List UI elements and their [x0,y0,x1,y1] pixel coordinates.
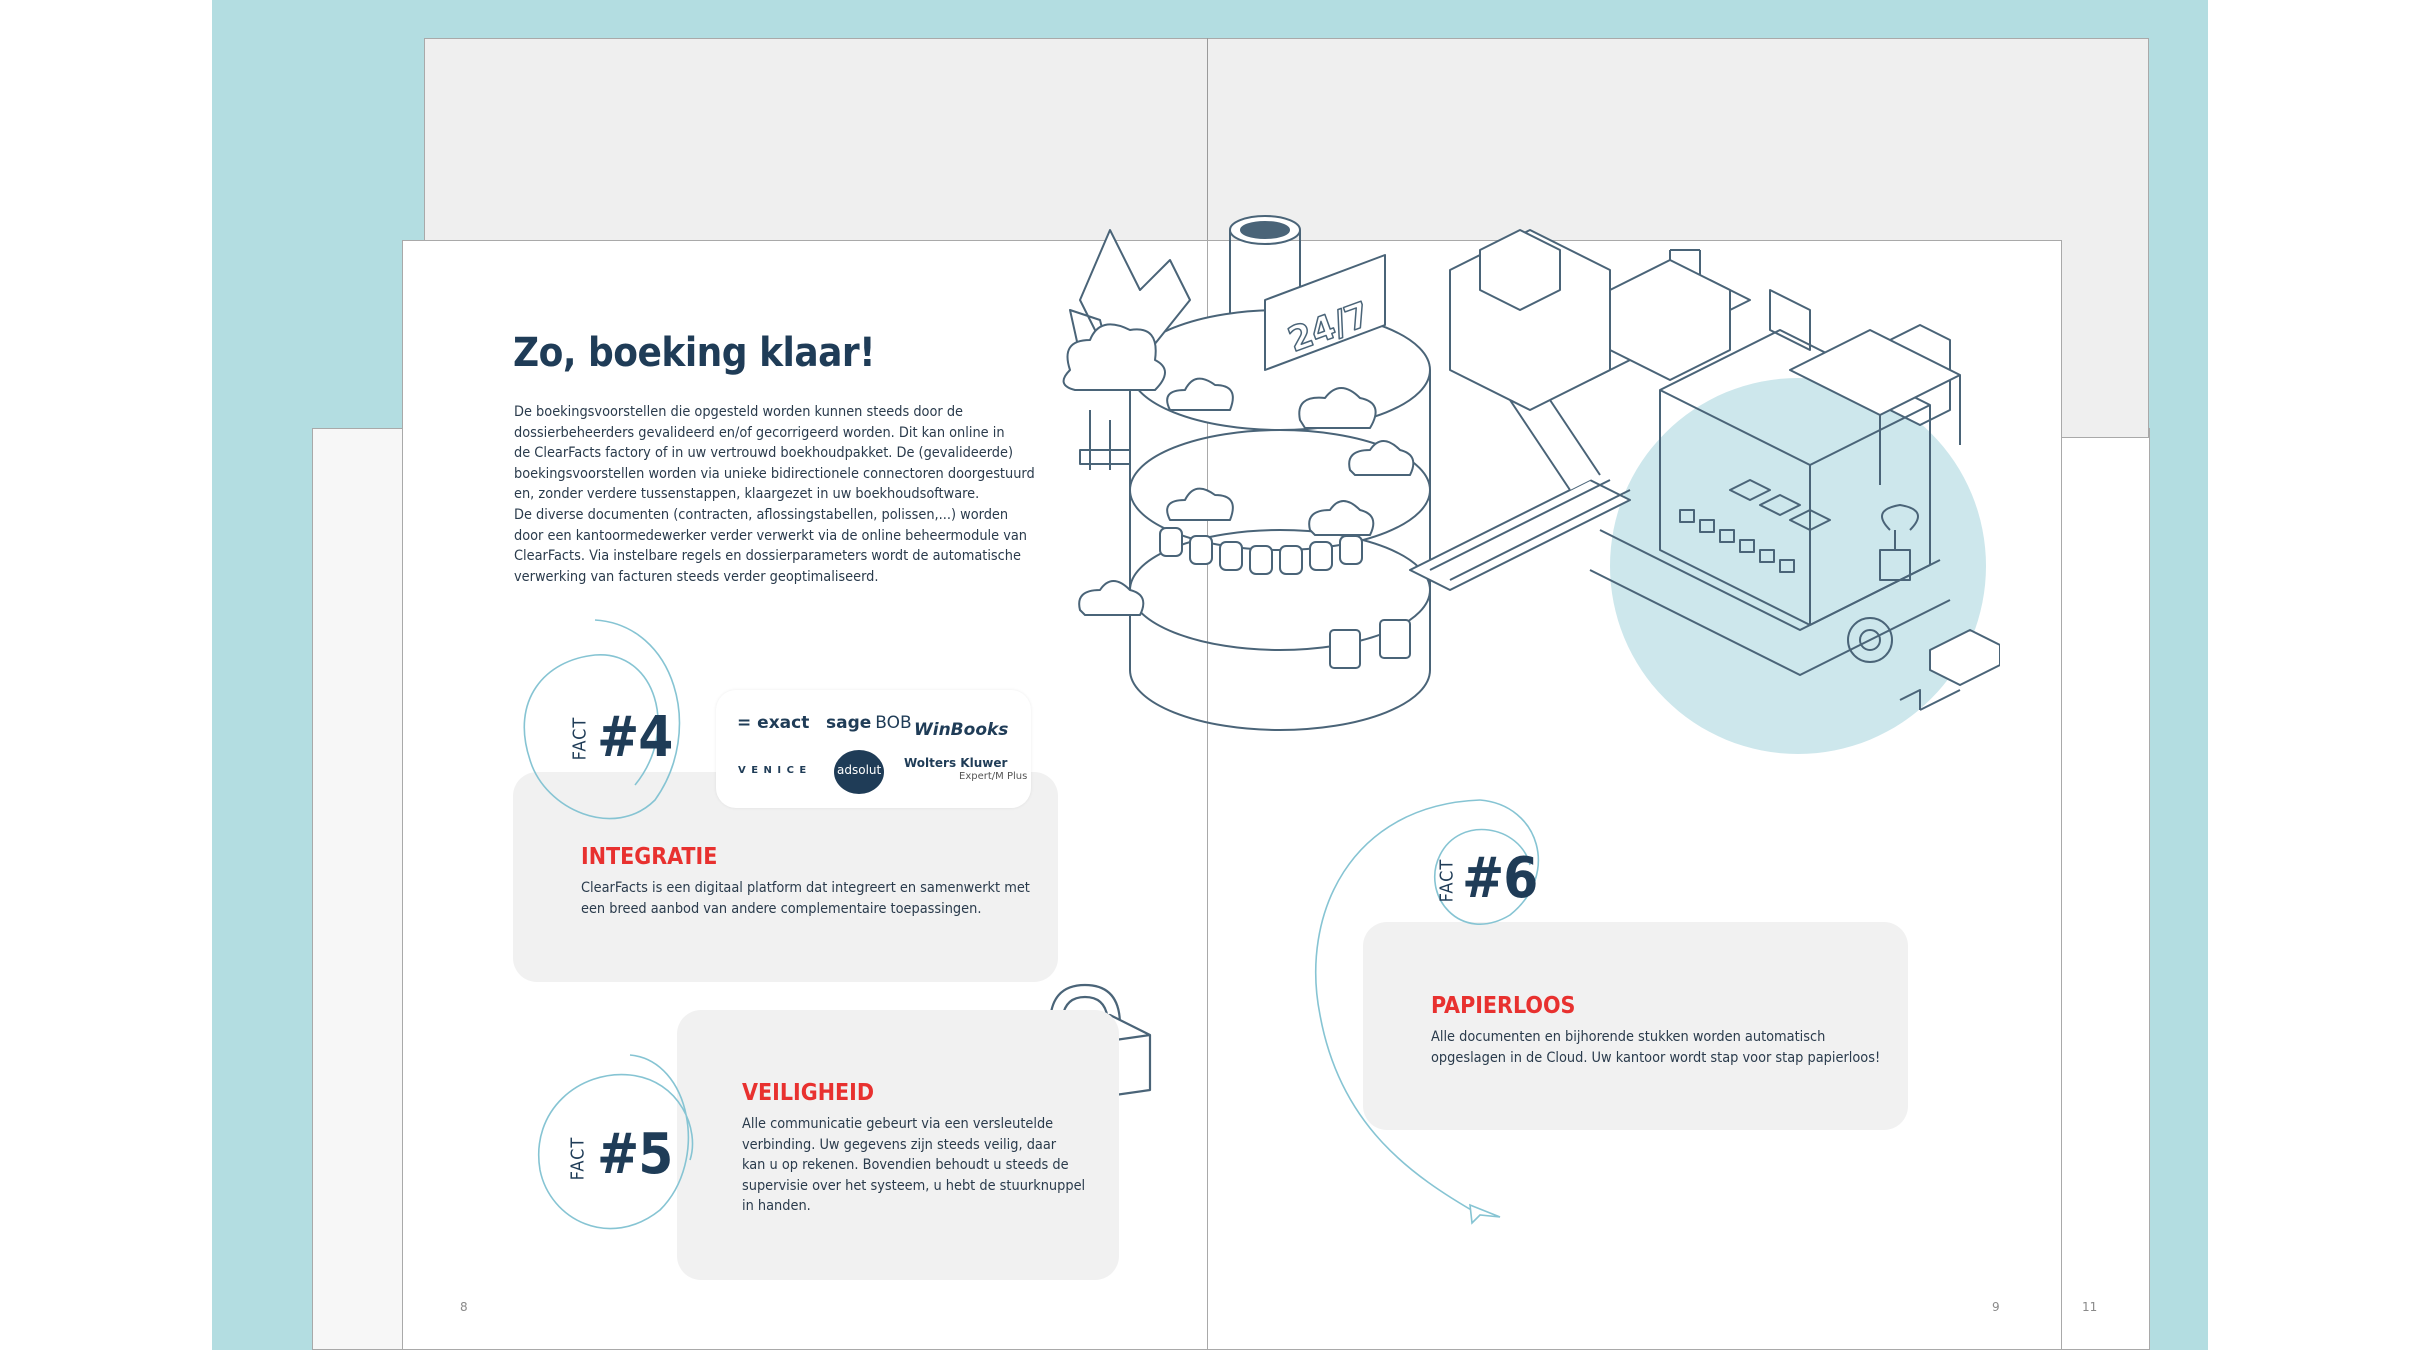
adsolut-badge [834,750,884,794]
fact-5-title: VEILIGHEID [742,1080,875,1106]
fact-4-number: #4 [597,705,673,770]
fact-5-scribble [537,1054,694,1230]
fact-5-body: Alle communicatie gebeurt via een versle… [742,1116,1086,1214]
page-number-left: 8 [460,1300,468,1314]
factory-illustration: 24/7 [1062,215,2000,731]
sage-text: sage [826,713,872,733]
fact-6-title: PAPIERLOOS [1431,993,1576,1019]
fact-4-label: FACT [569,716,591,761]
fact-4-scribble [523,619,681,820]
fact-6-body: Alle documenten en bijhorende stukken wo… [1431,1029,1881,1066]
fact-5-card [677,1010,1119,1280]
fact-6-scribble [1315,799,1540,1225]
fact-4-body: ClearFacts is een digitaal platform dat … [581,880,1030,917]
page-number-back: 11 [2082,1300,2098,1314]
fact-6-label: FACT [1436,858,1458,903]
fact-5-label: FACT [567,1136,589,1181]
wk-line1: Wolters Kluwer [904,756,1008,770]
fact-6-card [1363,922,1908,1130]
fact-4-title: INTEGRATIE [581,844,718,870]
page-number-right: 9 [1992,1300,2000,1314]
teal-background-tab [212,0,260,430]
fact-5-number: #5 [597,1122,673,1187]
page-title: Zo, boeking klaar! [513,330,876,376]
intro-paragraph: De boekingsvoorstellen die opgesteld wor… [514,404,1035,585]
adsolut-logo: adsolut [837,763,882,777]
venice-logo: V E N I C E [738,765,808,776]
integration-logos-panel [716,690,1031,808]
winbooks-logo: WinBooks [914,720,1009,740]
exact-logo: = exact [737,713,810,733]
fact-6-number: #6 [1462,846,1538,911]
wk-line2: Expert/M Plus [959,771,1028,782]
back-page-spine [1207,38,1208,248]
wolters-kluwer-logo: Wolters Kluwer Expert/M Plus [904,756,1027,784]
bob-text: BOB [875,713,912,733]
